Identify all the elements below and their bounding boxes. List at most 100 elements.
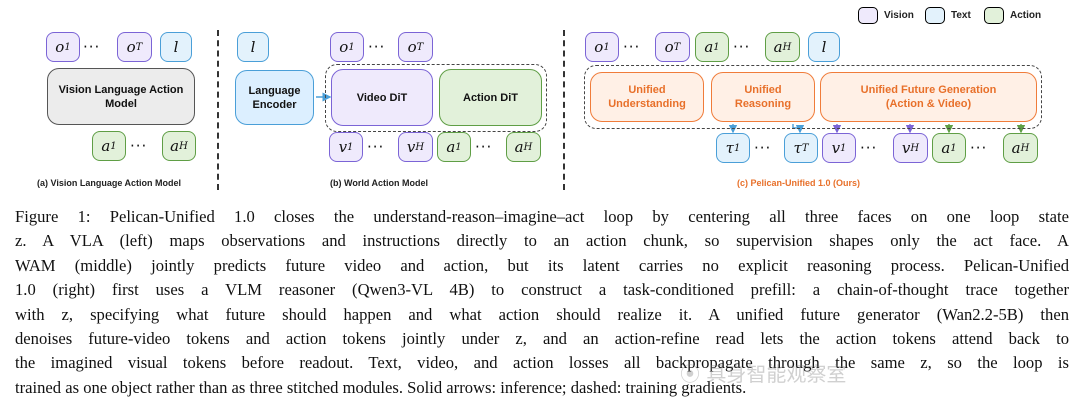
panel-b-dashed-frame	[325, 64, 547, 132]
panel-b-dots-in: ···	[368, 38, 386, 56]
token-label: τ	[725, 139, 734, 157]
token-label: a	[514, 138, 524, 156]
legend-text-label: Text	[951, 10, 971, 21]
token-subscript: 1	[840, 142, 847, 154]
token-label: a	[446, 138, 456, 156]
panel-b-dots-a: ···	[475, 138, 493, 156]
token-label: v	[831, 139, 841, 157]
token-label: o	[664, 38, 674, 56]
panel-c-dots-a-out: ···	[970, 139, 988, 157]
token-subscript: 1	[603, 41, 610, 53]
token-subscript: 1	[733, 142, 741, 154]
panel-c-dots-o: ···	[623, 38, 641, 56]
caption-line: 1.0 (right) first uses a VLM reasoner (Q…	[15, 280, 1069, 300]
token-subscript: H	[910, 142, 920, 154]
unified-reasoning-block: Unified Reasoning	[711, 72, 815, 122]
token-label: a	[704, 38, 714, 56]
token-label: a	[1011, 139, 1021, 157]
action-dit-block: Action DiT	[439, 69, 542, 126]
token-subscript: T	[673, 41, 681, 53]
panel-c-dashed-frame	[584, 65, 1042, 129]
video-dit-block: Video DiT	[331, 69, 433, 126]
token-label: o	[339, 38, 349, 56]
token-label: a	[170, 137, 180, 155]
unified-understanding-block: Unified Understanding	[590, 72, 704, 122]
token-subscript: 1	[64, 41, 71, 53]
caption-line: Figure 1: Pelican-Unified 1.0 closes the…	[15, 207, 1069, 226]
token-label: o	[55, 38, 65, 56]
caption-line: z. A VLA (left) maps observations and in…	[15, 231, 1069, 251]
panel-c-dots-tau: ···	[754, 139, 772, 157]
token-label: a	[773, 38, 783, 56]
legend-action-swatch	[984, 7, 1004, 24]
legend-vision-swatch	[858, 7, 878, 24]
watermark-logo-icon: ⦿	[680, 362, 700, 386]
panel-separator-right	[563, 30, 565, 190]
token-label: o	[594, 38, 604, 56]
token-subscript: 1	[950, 142, 957, 154]
token-subscript: H	[523, 141, 533, 153]
token-subscript: H	[415, 141, 425, 153]
unified-future-generation-block: Unified Future Generation (Action & Vide…	[820, 72, 1037, 122]
panel-b-caption: (b) World Action Model	[330, 178, 428, 188]
token-label: a	[101, 137, 111, 155]
token-label: v	[406, 138, 416, 156]
panel-a-dots-in: ···	[83, 38, 101, 56]
legend-vision-label: Vision	[884, 10, 914, 21]
panel-a-dots-out: ···	[130, 137, 148, 155]
token-subscript: 1	[110, 140, 117, 152]
panel-b-token-l: l	[237, 32, 269, 62]
caption-line: denoises future-video tokens and action …	[15, 329, 1069, 349]
watermark-text: 具身智能观察室	[706, 362, 847, 386]
token-subscript: H	[1020, 142, 1030, 154]
token-label: a	[941, 139, 951, 157]
watermark: ⦿ 具身智能观察室	[680, 358, 846, 387]
panel-c-token-l: l	[808, 32, 840, 62]
token-subscript: 1	[455, 141, 462, 153]
caption-line: trained as one object rather than as thr…	[15, 377, 747, 397]
token-subscript: 1	[347, 141, 354, 153]
panel-c-dots-a: ···	[733, 38, 751, 56]
token-subscript: H	[179, 140, 188, 152]
figure-caption: Figure 1: Pelican-Unified 1.0 closes the…	[15, 205, 1069, 400]
vla-model-block: Vision Language Action Model	[47, 68, 195, 125]
token-subscript: T	[801, 142, 809, 154]
token-label: τ	[793, 139, 802, 157]
token-label: v	[338, 138, 348, 156]
token-subscript: T	[135, 41, 143, 53]
caption-line: the imagined visual tokens before readou…	[15, 353, 1069, 373]
legend-text-swatch	[925, 7, 945, 24]
language-encoder-block: Language Encoder	[235, 70, 314, 125]
caption-line: with z, specifying what future should ha…	[15, 304, 1069, 324]
token-subscript: H	[782, 41, 792, 53]
token-subscript: T	[416, 41, 424, 53]
panel-a-caption: (a) Vision Language Action Model	[37, 178, 182, 188]
caption-line: WAM (middle) jointly predicts future vid…	[15, 255, 1069, 275]
token-subscript: 1	[348, 41, 355, 53]
token-subscript: 1	[713, 41, 720, 53]
token-label: o	[407, 38, 417, 56]
panel-b-dots-v: ···	[367, 138, 385, 156]
panel-c-dots-v: ···	[860, 139, 878, 157]
panel-c-caption: (c) Pelican-Unified 1.0 (Ours)	[737, 178, 861, 188]
